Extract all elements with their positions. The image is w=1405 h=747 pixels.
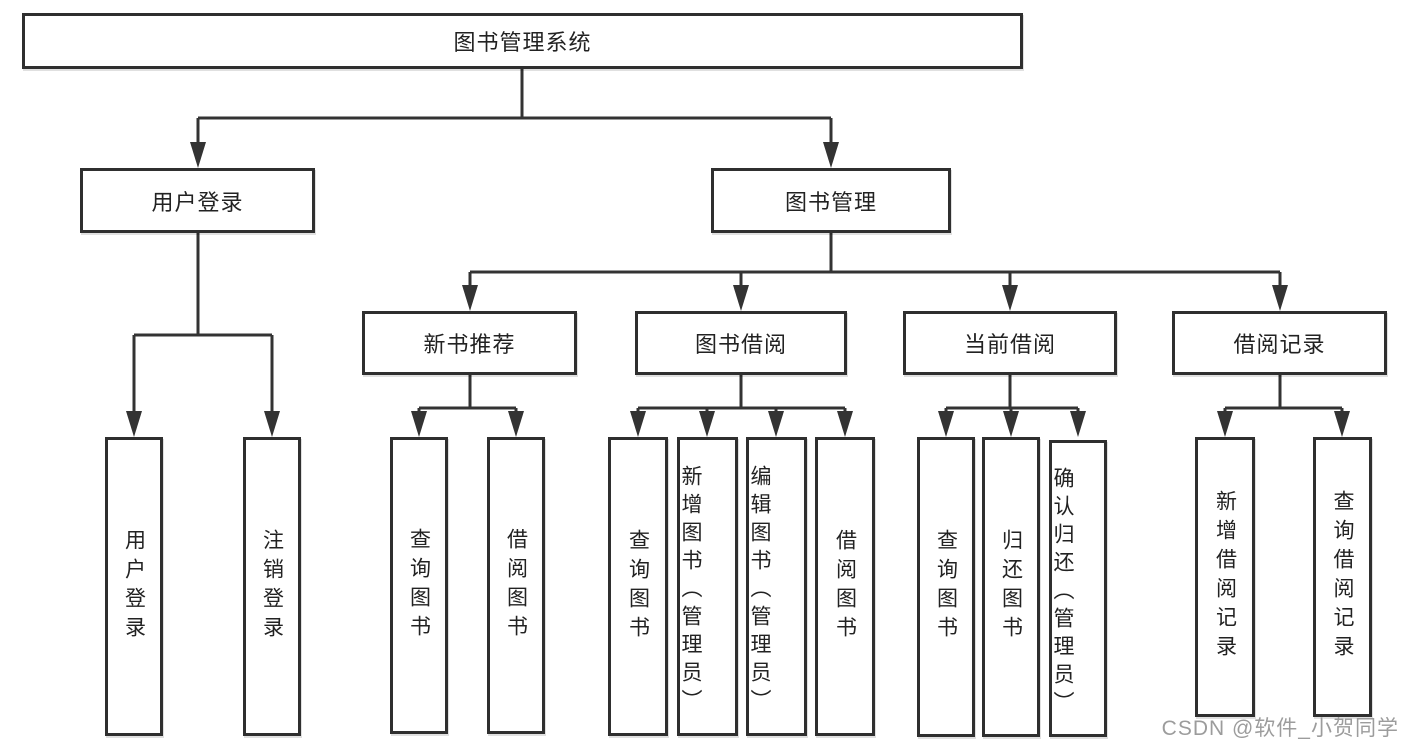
leaf-borrow-add-books-admin-label: 新增图书（管理员） (679, 464, 702, 717)
leaf-recommend-borrow-books-label: 借阅图书 (504, 527, 528, 644)
leaf-user-login-label: 用户登录 (122, 528, 146, 645)
leaf-logout-login-label: 注销登录 (260, 528, 284, 645)
leaf-borrow-query-books: 查询图书 (608, 437, 668, 736)
node-user-login-label: 用户登录 (151, 189, 244, 215)
leaf-records-add-record-label: 新增借阅记录 (1213, 490, 1237, 664)
leaf-borrow-edit-books-admin-label: 编辑图书（管理员） (748, 464, 771, 717)
node-borrow-records: 借阅记录 (1172, 311, 1387, 375)
leaf-borrow-borrow-books-label: 借阅图书 (833, 528, 857, 645)
node-current-borrow: 当前借阅 (903, 311, 1117, 375)
node-root-label: 图书管理系统 (453, 30, 592, 55)
leaf-current-query-books: 查询图书 (917, 437, 975, 737)
watermark: CSDN @软件_小贺同学 (1161, 717, 1399, 740)
node-book-mgmt-label: 图书管理 (784, 189, 877, 215)
node-current-borrow-label: 当前借阅 (963, 332, 1056, 357)
leaf-recommend-query-books-label: 查询图书 (407, 527, 431, 644)
node-new-book-recommend: 新书推荐 (362, 311, 577, 375)
leaf-borrow-query-books-label: 查询图书 (626, 528, 650, 645)
leaf-current-return-books-label: 归还图书 (999, 529, 1023, 645)
leaf-records-query-record-label: 查询借阅记录 (1331, 490, 1354, 664)
leaf-logout-login: 注销登录 (243, 437, 301, 736)
node-user-login: 用户登录 (80, 168, 315, 233)
node-book-borrow: 图书借阅 (635, 311, 847, 375)
node-book-mgmt: 图书管理 (711, 168, 951, 233)
leaf-user-login: 用户登录 (105, 437, 163, 736)
leaf-records-add-record: 新增借阅记录 (1195, 437, 1255, 717)
node-root: 图书管理系统 (22, 13, 1023, 69)
leaf-records-query-record: 查询借阅记录 (1313, 437, 1372, 717)
leaf-borrow-edit-books-admin: 编辑图书（管理员） (746, 437, 807, 736)
leaf-recommend-query-books: 查询图书 (390, 437, 448, 734)
leaf-borrow-add-books-admin: 新增图书（管理员） (677, 437, 738, 736)
arrowheads (126, 142, 1350, 437)
leaf-current-confirm-return-admin: 确认归还（管理员） (1049, 440, 1107, 737)
node-borrow-records-label: 借阅记录 (1233, 332, 1326, 357)
leaf-borrow-borrow-books: 借阅图书 (815, 437, 875, 736)
node-book-borrow-label: 图书借阅 (694, 332, 787, 357)
leaf-current-confirm-return-admin-label: 确认归还（管理员） (1051, 466, 1074, 719)
leaf-current-return-books: 归还图书 (982, 437, 1040, 737)
leaf-current-query-books-label: 查询图书 (934, 529, 958, 645)
leaf-recommend-borrow-books: 借阅图书 (487, 437, 545, 734)
node-new-book-recommend-label: 新书推荐 (423, 332, 516, 357)
